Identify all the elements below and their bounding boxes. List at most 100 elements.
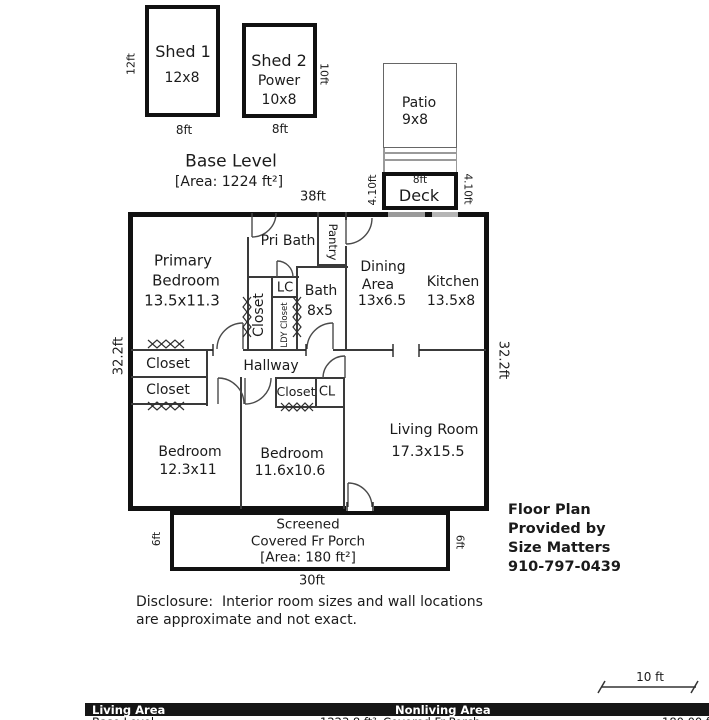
patio-step-line xyxy=(383,159,457,161)
shed1-size: 12x8 xyxy=(164,70,200,86)
wall xyxy=(131,403,208,405)
shed1-side-dim: 12ft xyxy=(124,53,138,75)
room-label-lc: LC xyxy=(276,280,294,296)
wall xyxy=(345,246,347,351)
patio-label: Patio xyxy=(401,95,437,111)
disclosure-line2: are approximate and not exact. xyxy=(136,611,358,628)
room-label-bath-size: 8x5 xyxy=(306,303,334,319)
wall xyxy=(333,349,393,351)
main-floor-outline xyxy=(128,212,489,511)
wall xyxy=(343,377,345,509)
scale-bar-label: 10 ft xyxy=(636,670,664,684)
porch-line1: Screened xyxy=(276,516,340,533)
plan-left-dim: 32.2ft xyxy=(111,336,127,376)
room-label-primary-line1: Primary xyxy=(154,251,212,270)
footer-nonliving-name: Covered Fr Porch xyxy=(383,716,480,720)
room-label-ldy-closet: LDY Closet xyxy=(279,302,290,348)
shed2-note: Power xyxy=(257,73,301,89)
provider-line1: Floor Plan xyxy=(508,502,591,518)
deck-left-dim: 4.10ft xyxy=(366,174,379,206)
wall xyxy=(275,406,345,408)
porch-bottom-dim: 30ft xyxy=(299,573,325,589)
page-area: [Area: 1224 ft²] xyxy=(174,174,284,190)
room-label-dining-line1: Dining xyxy=(360,259,406,275)
room-label-bedroom-mid-size: 11.6x10.6 xyxy=(254,463,326,479)
provider-line4: 910-797-0439 xyxy=(508,559,621,575)
footer-nonliving-value: 180.00 ft² xyxy=(662,716,709,720)
wall xyxy=(247,237,249,350)
shed2-side-dim: 10ft xyxy=(317,63,331,85)
footer-header-bar xyxy=(85,703,709,716)
wall xyxy=(315,377,317,408)
shed2-label: Shed 2 xyxy=(251,51,307,70)
plan-right-dim: 32.2ft xyxy=(495,340,511,380)
room-label-living-size: 17.3x15.5 xyxy=(391,443,465,460)
patio-size: 9x8 xyxy=(401,112,429,128)
room-label-primary-line2: Bedroom xyxy=(152,271,220,290)
patio-outline xyxy=(383,63,457,148)
room-label-dining-line2: Area xyxy=(361,277,395,293)
room-label-closet-left-bottom: Closet xyxy=(146,382,190,398)
deck-outline xyxy=(382,172,458,210)
patio-step-line xyxy=(383,152,457,154)
footer-living-header: Living Area xyxy=(92,702,166,717)
shed1-label: Shed 1 xyxy=(155,42,211,61)
footer-living-name: Base Level xyxy=(92,716,154,720)
deck-label: Deck xyxy=(398,186,440,205)
footer-living-value: 1223.8 ft² xyxy=(320,716,377,720)
scale-bar-end-tick xyxy=(597,680,606,694)
patio-side-line xyxy=(383,148,385,172)
wall xyxy=(247,276,299,278)
room-label-closet-mid: Closet xyxy=(276,383,316,399)
wall xyxy=(131,349,213,351)
room-label-kitchen: Kitchen xyxy=(426,274,480,290)
shed1-bottom-dim: 8ft xyxy=(175,123,193,137)
provider-block: Floor Plan Provided by Size Matters 910-… xyxy=(508,501,621,577)
room-label-pri-bath: Pri Bath xyxy=(260,233,316,249)
provider-line2: Provided by xyxy=(508,521,606,537)
wall xyxy=(271,296,298,298)
wall xyxy=(131,376,208,378)
room-label-bedroom-left: Bedroom xyxy=(158,444,222,460)
porch-right-dim: 6ft xyxy=(453,534,466,550)
porch-outline xyxy=(170,511,450,571)
room-label-bedroom-mid: Bedroom xyxy=(260,446,324,462)
room-label-bedroom-left-size: 12.3x11 xyxy=(159,462,217,478)
wall xyxy=(296,266,298,351)
wall xyxy=(345,212,347,220)
room-label-closet-left-top: Closet xyxy=(146,356,190,372)
disclosure-block: Disclosure: Interior room sizes and wall… xyxy=(136,594,483,629)
provider-line3: Size Matters xyxy=(508,540,611,556)
shed2-size: 10x8 xyxy=(261,92,297,108)
patio-side-line xyxy=(455,148,457,172)
wall xyxy=(297,266,348,268)
room-label-primary-size: 13.5x11.3 xyxy=(144,291,220,310)
room-label-cl: CL xyxy=(318,384,336,400)
wall xyxy=(275,377,277,408)
disclosure-line1: Disclosure: Interior room sizes and wall… xyxy=(136,594,483,610)
scale-bar-end-tick xyxy=(690,680,699,694)
room-label-dining-size: 13x6.5 xyxy=(357,293,407,309)
shed1-outline xyxy=(145,5,220,117)
room-label-closet-hall: Closet xyxy=(251,293,267,337)
plan-top-dim: 38ft xyxy=(300,189,326,205)
footer-nonliving-header: Nonliving Area xyxy=(395,702,491,717)
porch-line2: Covered Fr Porch xyxy=(250,533,366,550)
room-label-living: Living Room xyxy=(389,421,479,438)
wall xyxy=(271,276,273,351)
shed2-outline xyxy=(242,23,317,118)
deck-width-dim: 8ft xyxy=(412,173,428,186)
porch-left-dim: 6ft xyxy=(150,531,163,547)
shed2-bottom-dim: 8ft xyxy=(271,122,289,136)
wall xyxy=(243,349,306,351)
page-title: Base Level xyxy=(185,151,277,172)
room-label-kitchen-size: 13.5x8 xyxy=(426,293,476,309)
porch-line3: [Area: 180 ft²] xyxy=(260,549,356,566)
wall xyxy=(317,264,347,266)
room-label-bath: Bath xyxy=(304,283,338,299)
kitchen-window-segment xyxy=(432,212,458,217)
wall xyxy=(240,377,242,509)
porch-door-opening xyxy=(346,506,374,511)
wall xyxy=(275,377,345,379)
